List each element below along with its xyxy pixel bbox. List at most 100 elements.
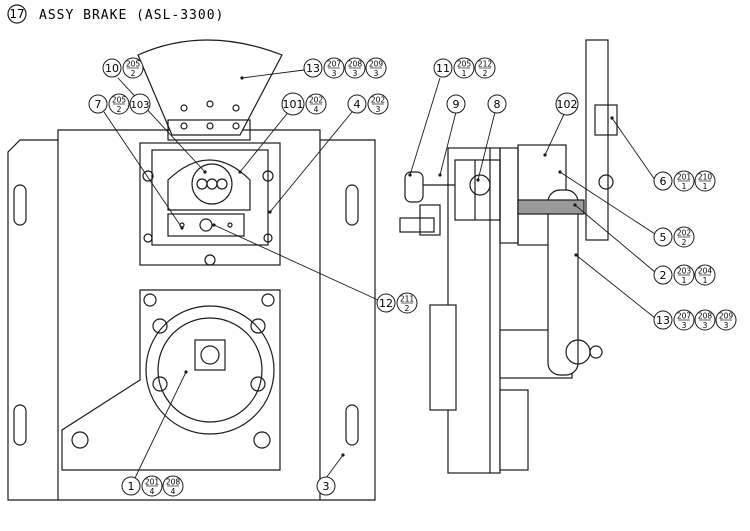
section-number: 17 bbox=[9, 7, 24, 21]
item-number: 8 bbox=[494, 98, 501, 111]
item-number: 2 bbox=[660, 269, 667, 282]
ref-number: 205 bbox=[112, 96, 127, 105]
ref-quantity: 2 bbox=[131, 69, 136, 78]
ref-number: 209 bbox=[369, 60, 384, 69]
ref-number: 210 bbox=[698, 173, 713, 182]
leader-line bbox=[325, 454, 344, 479]
ref-quantity: 2 bbox=[117, 105, 122, 114]
ref-quantity: 4 bbox=[150, 487, 155, 496]
leader-dot bbox=[238, 170, 242, 174]
hub-flange bbox=[145, 305, 275, 435]
leader-dot bbox=[212, 223, 216, 227]
leader-dot bbox=[180, 226, 184, 230]
motor-block bbox=[429, 304, 457, 411]
item-number: 101 bbox=[283, 98, 304, 111]
leader-dot bbox=[203, 170, 207, 174]
leader-line bbox=[544, 111, 566, 156]
section-number-badge: 17 bbox=[7, 4, 27, 24]
item-number: 9 bbox=[453, 98, 460, 111]
ref-number: 207 bbox=[327, 60, 342, 69]
leader-line bbox=[103, 111, 183, 229]
lower-bracket bbox=[61, 289, 281, 471]
leader-line bbox=[477, 111, 496, 181]
item-number: 3 bbox=[323, 480, 330, 493]
item-circle bbox=[433, 58, 453, 78]
slot-top-left bbox=[13, 184, 27, 226]
item-number: 7 bbox=[95, 98, 102, 111]
side-base-plate bbox=[447, 147, 501, 474]
item-circle bbox=[102, 58, 122, 78]
item-number: 13 bbox=[656, 314, 670, 327]
leader-dot bbox=[573, 203, 577, 207]
ref-number: 207 bbox=[677, 312, 692, 321]
vertical-arm bbox=[585, 39, 609, 241]
item-number: 6 bbox=[660, 175, 667, 188]
leader-dot bbox=[408, 173, 412, 177]
link-arm bbox=[547, 189, 579, 376]
item-circle bbox=[653, 310, 673, 330]
item-circle bbox=[376, 293, 396, 313]
slot-bottom-right bbox=[345, 404, 359, 446]
item-number: 1 bbox=[128, 480, 135, 493]
ref-quantity: 3 bbox=[682, 321, 687, 330]
ref-quantity: 1 bbox=[682, 182, 687, 191]
ref-quantity: 4 bbox=[314, 105, 319, 114]
item-number: 13 bbox=[306, 62, 320, 75]
item-circle bbox=[555, 92, 579, 116]
ref-number: 103 bbox=[130, 100, 149, 111]
ref-number: 204 bbox=[698, 267, 713, 276]
callout-c102: 102 bbox=[543, 92, 579, 157]
item-circle bbox=[121, 476, 141, 496]
item-circle bbox=[446, 94, 466, 114]
ref-quantity: 1 bbox=[703, 276, 708, 285]
ref-quantity: 3 bbox=[353, 69, 358, 78]
ref-quantity: 2 bbox=[483, 69, 488, 78]
ref-quantity: 1 bbox=[682, 276, 687, 285]
item-circle bbox=[88, 94, 108, 114]
callout-c9: 9 bbox=[438, 94, 466, 177]
ref-quantity: 4 bbox=[171, 487, 176, 496]
ref-number: 208 bbox=[348, 60, 363, 69]
leader-dot bbox=[543, 153, 547, 157]
leader-dot bbox=[438, 173, 442, 177]
leader-line bbox=[117, 77, 206, 173]
ref-quantity: 1 bbox=[703, 182, 708, 191]
ref-quantity: 1 bbox=[462, 69, 467, 78]
ref-number: 201 bbox=[677, 173, 692, 182]
leader-line bbox=[269, 111, 353, 213]
leader-dot bbox=[610, 116, 614, 120]
drawing-title: ASSY BRAKE (ASL-3300) bbox=[39, 8, 224, 23]
ref-number: 205 bbox=[126, 60, 141, 69]
lever-knob bbox=[404, 171, 424, 203]
item-circle bbox=[653, 171, 673, 191]
item-number: 4 bbox=[354, 98, 361, 111]
leader-line bbox=[439, 111, 457, 176]
leader-line bbox=[559, 171, 656, 235]
ref-number: 202 bbox=[371, 96, 386, 105]
item-circle bbox=[653, 265, 673, 285]
leader-dot bbox=[184, 370, 188, 374]
item-number: 11 bbox=[436, 62, 450, 75]
ref-number: 201 bbox=[145, 478, 160, 487]
ref-circle bbox=[129, 93, 151, 115]
ref-quantity: 2 bbox=[682, 238, 687, 247]
leader-dot bbox=[574, 253, 578, 257]
leader-dot bbox=[268, 210, 272, 214]
side-view bbox=[399, 39, 618, 474]
item-number: 102 bbox=[557, 98, 578, 111]
item-circle bbox=[653, 227, 673, 247]
leader-dot bbox=[240, 76, 244, 80]
ref-number: 212 bbox=[478, 60, 493, 69]
ref-number: 209 bbox=[719, 312, 734, 321]
item-circle bbox=[316, 476, 336, 496]
ref-quantity: 2 bbox=[405, 304, 410, 313]
